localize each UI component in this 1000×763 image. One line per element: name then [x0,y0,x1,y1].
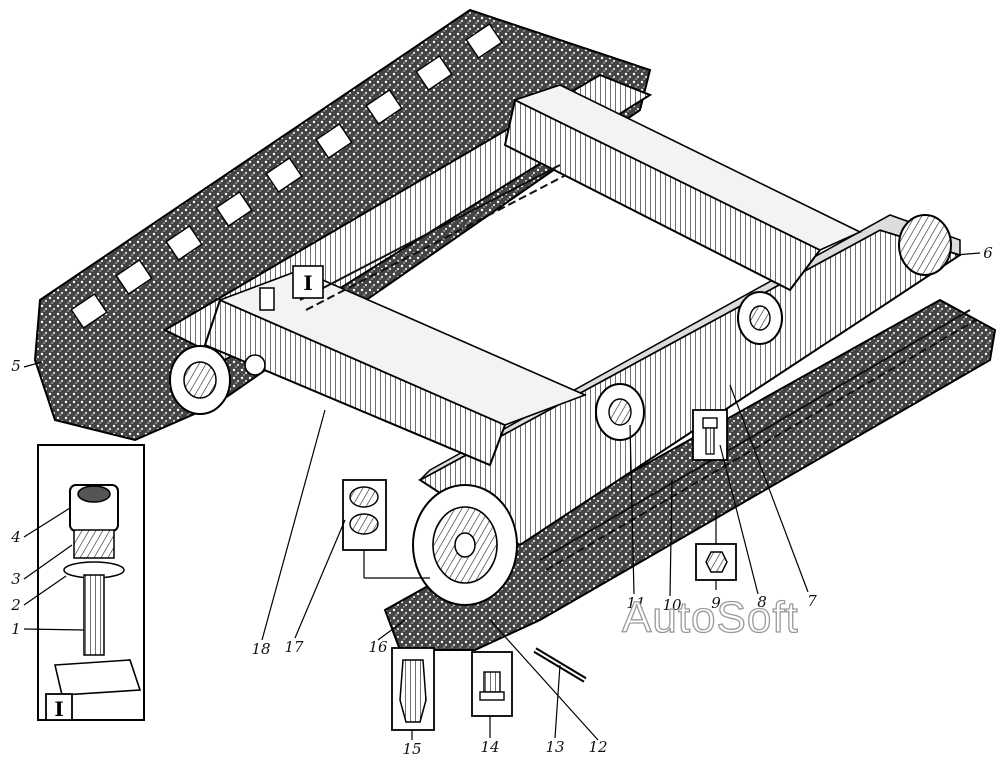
callout-11: 11 [626,594,645,612]
callout-13: 13 [545,738,564,756]
callout-10: 10 [662,596,682,614]
detail-view-label: I [54,697,63,721]
support-roller-rear [737,291,783,345]
callout-9: 9 [711,594,721,612]
callout-8: 8 [757,593,767,611]
part-9-inset [695,543,737,581]
callouts: 1 2 3 4 5 6 7 8 9 10 11 12 13 14 15 16 1… [10,244,993,758]
callout-3: 3 [11,570,21,588]
callout-15: 15 [402,740,421,758]
callout-16: 16 [368,638,388,656]
part-17-inset [342,479,387,551]
callout-1: 1 [11,620,21,638]
support-roller-front [595,383,645,441]
leader-lines [23,252,981,741]
part-15-inset [391,647,435,731]
rear-sprocket [898,214,952,276]
part-14-inset [471,651,513,717]
front-left-wheel [169,345,266,415]
callout-4: 4 [10,528,21,546]
callout-6: 6 [983,244,993,262]
watermark: AutoSoft [622,593,799,642]
frame-marker-label: I [303,271,312,295]
front-sprocket [412,484,518,606]
callout-12: 12 [588,738,607,756]
callout-5: 5 [11,357,21,375]
callout-2: 2 [10,596,21,614]
callout-14: 14 [480,738,499,756]
detail-view: I [37,444,145,721]
callout-7: 7 [807,592,817,610]
callout-17: 17 [284,638,304,656]
callout-18: 18 [251,640,270,658]
frame-marker: I [259,265,324,311]
